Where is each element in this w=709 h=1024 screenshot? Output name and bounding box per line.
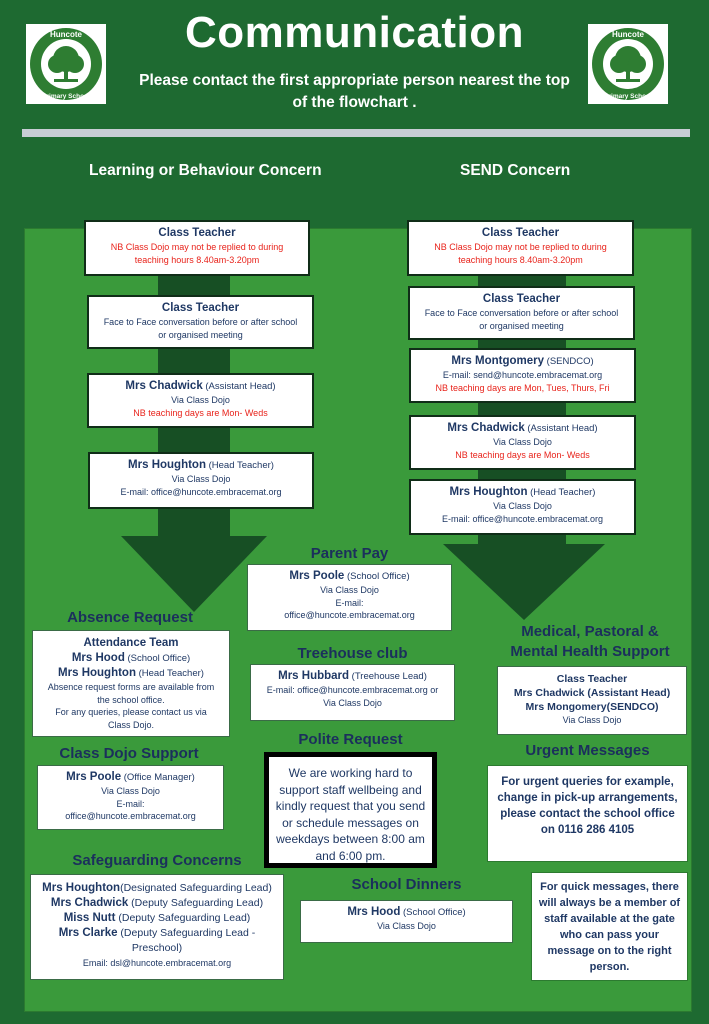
polite-request-box: We are working hard to support staff wel… [264,752,437,868]
school-dinners-box: Mrs Hood (School Office) Via Class Dojo [300,900,513,943]
medical-pastoral-box: Class Teacher Mrs Chadwick (Assistant He… [497,666,687,735]
parent-pay-heading: Parent Pay [310,545,389,562]
parent-pay-box: Mrs Poole (School Office) Via Class Dojo… [247,564,452,631]
svg-text:Primary School: Primary School [42,93,90,100]
page-subtitle: Please contact the first appropriate per… [139,72,570,111]
right-arrow-head [443,544,605,620]
class-dojo-support-box: Mrs Poole (Office Manager) Via Class Doj… [37,765,224,830]
absence-request-box: Attendance Team Mrs Hood (School Office)… [32,630,230,737]
right-mrs-houghton-box: Mrs Houghton (Head Teacher) Via Class Do… [409,479,636,535]
school-logo-right: Huncote Primary School [588,24,668,104]
right-class-teacher-meeting-box: Class Teacher Face to Face conversation … [408,286,635,340]
left-arrow-head [121,536,267,612]
left-class-teacher-meeting-box: Class Teacher Face to Face conversation … [87,295,314,349]
svg-text:Primary School: Primary School [604,93,652,100]
quick-messages-box: For quick messages, there will always be… [531,872,688,981]
safeguarding-heading: Safeguarding Concerns [72,852,242,869]
school-logo-left: Huncote Primary School [26,24,106,104]
left-mrs-houghton-box: Mrs Houghton (Head Teacher) Via Class Do… [88,452,314,509]
left-mrs-chadwick-box: Mrs Chadwick (Assistant Head) Via Class … [87,373,314,428]
left-class-teacher-dojo-box: Class Teacher NB Class Dojo may not be r… [84,220,310,276]
safeguarding-box: Mrs Houghton(Designated Safeguarding Lea… [30,874,284,980]
right-class-teacher-dojo-box: Class Teacher NB Class Dojo may not be r… [407,220,634,276]
learning-behaviour-heading: Learning or Behaviour Concern [89,162,322,179]
right-mrs-montgomery-box: Mrs Montgomery (SENDCO) E-mail: send@hun… [409,348,636,403]
school-dinners-heading: School Dinners [351,876,462,893]
header-divider [22,129,690,137]
svg-text:Huncote: Huncote [612,30,645,39]
urgent-messages-heading: Urgent Messages [525,742,650,759]
medical-pastoral-heading: Medical, Pastoral & Mental Health Suppor… [510,623,670,660]
svg-text:Huncote: Huncote [50,30,83,39]
treehouse-club-heading: Treehouse club [297,645,408,662]
send-concern-heading: SEND Concern [460,162,571,179]
polite-request-heading: Polite Request [298,731,403,748]
urgent-messages-box: For urgent queries for example, change i… [487,765,688,862]
right-mrs-chadwick-box: Mrs Chadwick (Assistant Head) Via Class … [409,415,636,470]
class-dojo-support-heading: Class Dojo Support [59,745,199,762]
absence-request-heading: Absence Request [67,609,193,626]
treehouse-club-box: Mrs Hubbard (Treehouse Lead) E-mail: off… [250,664,455,721]
page-title: Communication [185,8,524,57]
